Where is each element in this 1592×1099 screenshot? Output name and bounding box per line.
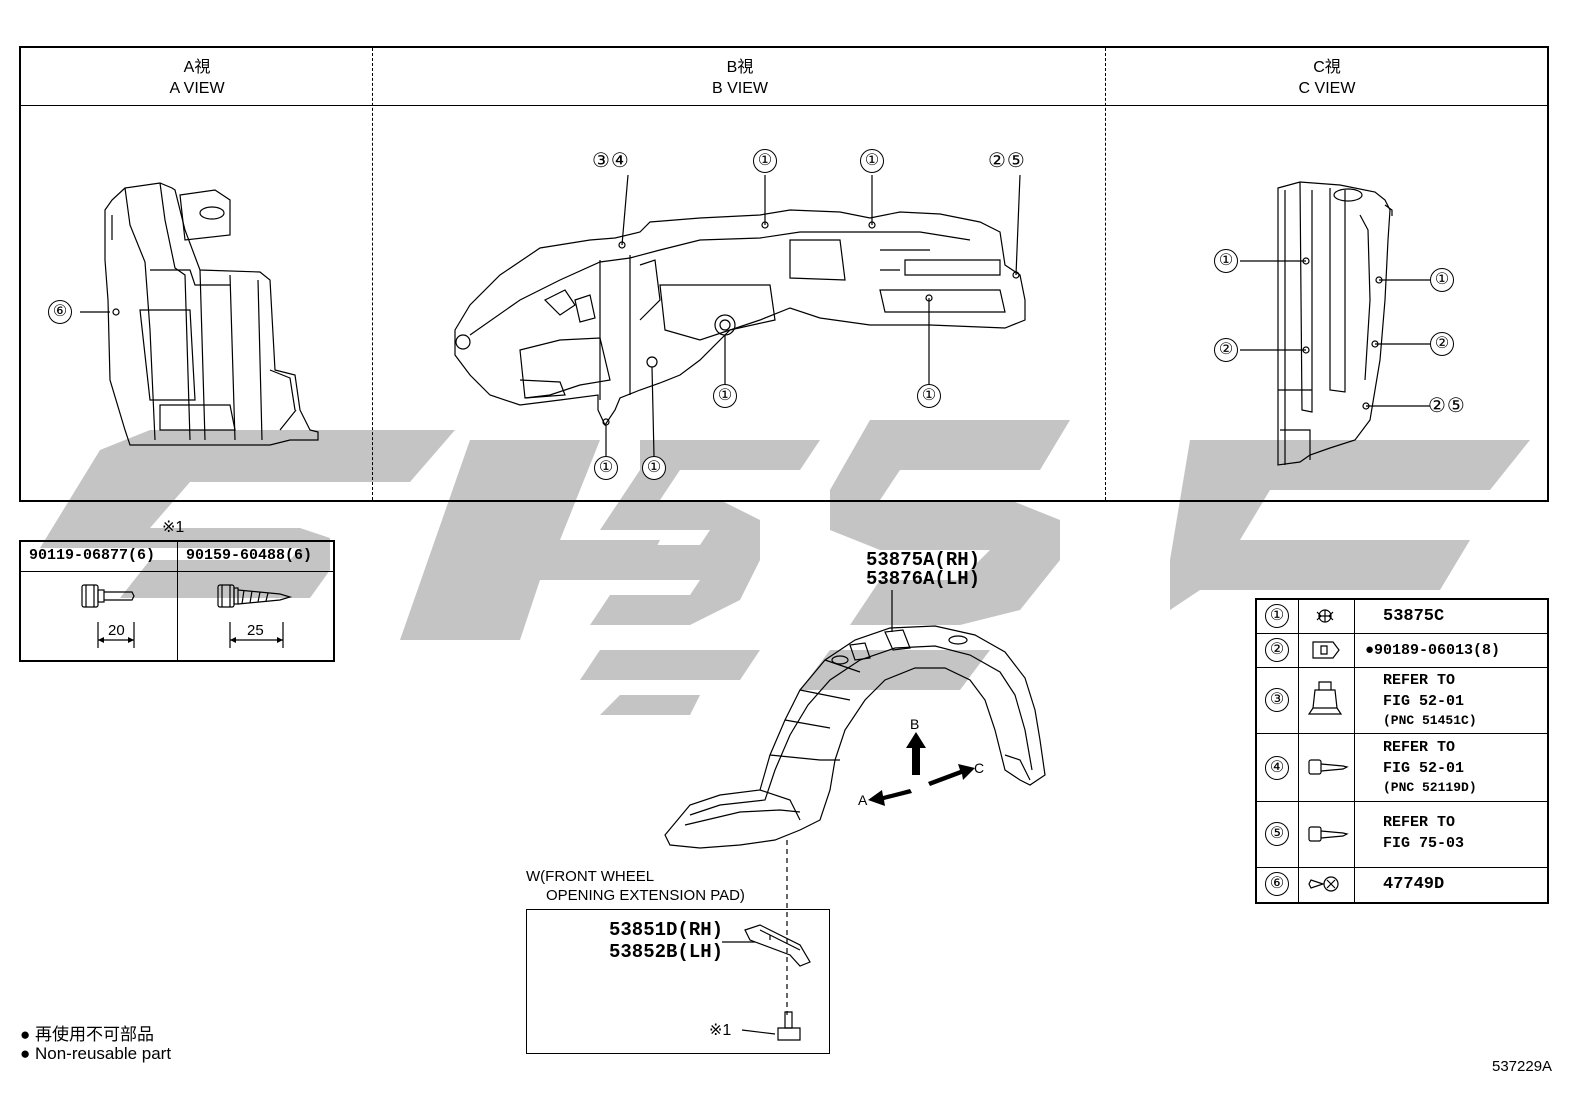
pad-title-1: W(FRONT WHEEL	[526, 868, 655, 885]
fastener-divider	[177, 542, 178, 660]
b-view-panel: B視 B VIEW	[373, 48, 1107, 500]
c-view-header: C視 C VIEW	[1107, 48, 1547, 106]
nonreusable-note-en: ● Non-reusable part	[20, 1044, 172, 1063]
legend-num-1: ①	[1265, 604, 1289, 628]
legend-text-6: 47749D	[1383, 875, 1445, 894]
legend-text-3-line1: REFER TO	[1383, 672, 1456, 689]
clip-icon	[1316, 609, 1334, 623]
fastener-note: ※1	[162, 519, 185, 536]
figure-id: 537229A	[1492, 1058, 1553, 1075]
arrow-label-c: C	[974, 760, 985, 776]
legend-text-4: REFER TO FIG 52-01 (PNC 52119D)	[1355, 734, 1547, 801]
callout-1-b2: ①	[860, 149, 884, 173]
fastener-length-2: 25	[247, 622, 264, 639]
callout-2-c2: ②	[1430, 332, 1454, 356]
a-view-title-jp: A視	[183, 59, 211, 76]
push-clip-icon	[1308, 876, 1339, 892]
legend-text-4-line1: REFER TO	[1383, 739, 1456, 756]
callout-1-c1: ①	[1214, 249, 1238, 273]
legend-text-1: 53875C	[1383, 607, 1445, 626]
callout-2-5-c: ②⑤	[1428, 395, 1466, 417]
a-view-panel: A視 A VIEW	[21, 48, 373, 500]
callout-1-b4: ①	[917, 384, 941, 408]
pad-part-lh: 53852B(LH)	[609, 941, 724, 963]
fastener-part-2: 90159-60488(6)	[186, 547, 313, 564]
main-part-lh: 53876A(LH)	[866, 568, 981, 590]
legend-num-2: ②	[1265, 638, 1289, 662]
divider-ab	[372, 48, 373, 500]
arrow-label-b: B	[910, 716, 920, 732]
legend-row-4: ④ REFER TO FIG 52-01 (PNC 52119D)	[1257, 734, 1547, 802]
main-part-rh: 53875A(RH)	[866, 549, 981, 571]
screw-icon	[1308, 759, 1349, 775]
callout-1-c2: ①	[1430, 268, 1454, 292]
legend-text-5-line2: FIG 75-03	[1383, 835, 1465, 852]
a-view-title-en: A VIEW	[169, 80, 225, 97]
legend-num-6: ⑥	[1265, 872, 1289, 896]
callout-2-5: ②⑤	[988, 150, 1026, 172]
divider-bc	[1105, 48, 1106, 500]
legend-num-3: ③	[1265, 688, 1289, 712]
pad-title-2: OPENING EXTENSION PAD)	[546, 887, 745, 904]
legend-text-5: REFER TO FIG 75-03	[1355, 802, 1547, 867]
c-view-title-jp: C視	[1313, 59, 1341, 76]
legend-text-3-line2: FIG 52-01	[1383, 693, 1465, 710]
c-view-title-en: C VIEW	[1298, 80, 1356, 97]
legend-text-2: ●90189-06013(8)	[1365, 642, 1501, 659]
nut-clip-icon	[1307, 681, 1343, 715]
callout-1-b6: ①	[642, 456, 666, 480]
legend-text-4-line3: (PNC 52119D)	[1383, 780, 1477, 795]
c-view-panel: C視 C VIEW	[1107, 48, 1547, 500]
callout-1-b1: ①	[753, 149, 777, 173]
b-view-title-en: B VIEW	[711, 80, 768, 97]
legend-text-4-line2: FIG 52-01	[1383, 760, 1465, 777]
legend-text-3: REFER TO FIG 52-01 (PNC 51451C)	[1355, 668, 1547, 733]
views-frame: A視 A VIEW B視 B VIEW C視 C VIEW	[19, 46, 1549, 502]
fastener-part-1: 90119-06877(6)	[29, 547, 156, 564]
legend-text-5-line1: REFER TO	[1383, 814, 1456, 831]
legend-row-1: ① 53875C	[1257, 600, 1547, 634]
callout-1-b5: ①	[594, 456, 618, 480]
legend-num-4: ④	[1265, 756, 1289, 780]
callout-6: ⑥	[48, 300, 72, 324]
callout-2-c1: ②	[1214, 338, 1238, 362]
screw-icon	[1308, 826, 1349, 842]
b-view-title-jp: B視	[726, 59, 754, 76]
nonreusable-note-jp: ● 再使用不可部品	[20, 1025, 154, 1044]
b-view-header: B視 B VIEW	[373, 48, 1107, 106]
legend-text-3-line3: (PNC 51451C)	[1383, 713, 1477, 728]
arrow-label-a: A	[858, 792, 868, 808]
legend-row-2: ② ●90189-06013(8)	[1257, 634, 1547, 668]
fastener-table: 90119-06877(6) 90159-60488(6) 20 25	[19, 540, 335, 662]
legend-table: ① 53875C ② ●90189-06013(8) ③ REFER TO FI…	[1255, 598, 1549, 904]
legend-row-3: ③ REFER TO FIG 52-01 (PNC 51451C)	[1257, 668, 1547, 734]
legend-row-6: ⑥ 47749D	[1257, 868, 1547, 902]
pad-note: ※1	[709, 1022, 732, 1039]
callout-3-4: ③④	[592, 150, 630, 172]
legend-row-5: ⑤ REFER TO FIG 75-03	[1257, 802, 1547, 868]
pad-part-rh: 53851D(RH)	[609, 919, 724, 941]
callout-1-b3: ①	[713, 384, 737, 408]
legend-num-5: ⑤	[1265, 822, 1289, 846]
pad-box: 53851D(RH) 53852B(LH) ※1	[526, 909, 830, 1054]
rivet-icon	[1312, 641, 1340, 659]
fastener-length-1: 20	[108, 622, 125, 639]
a-view-header: A視 A VIEW	[21, 48, 373, 106]
